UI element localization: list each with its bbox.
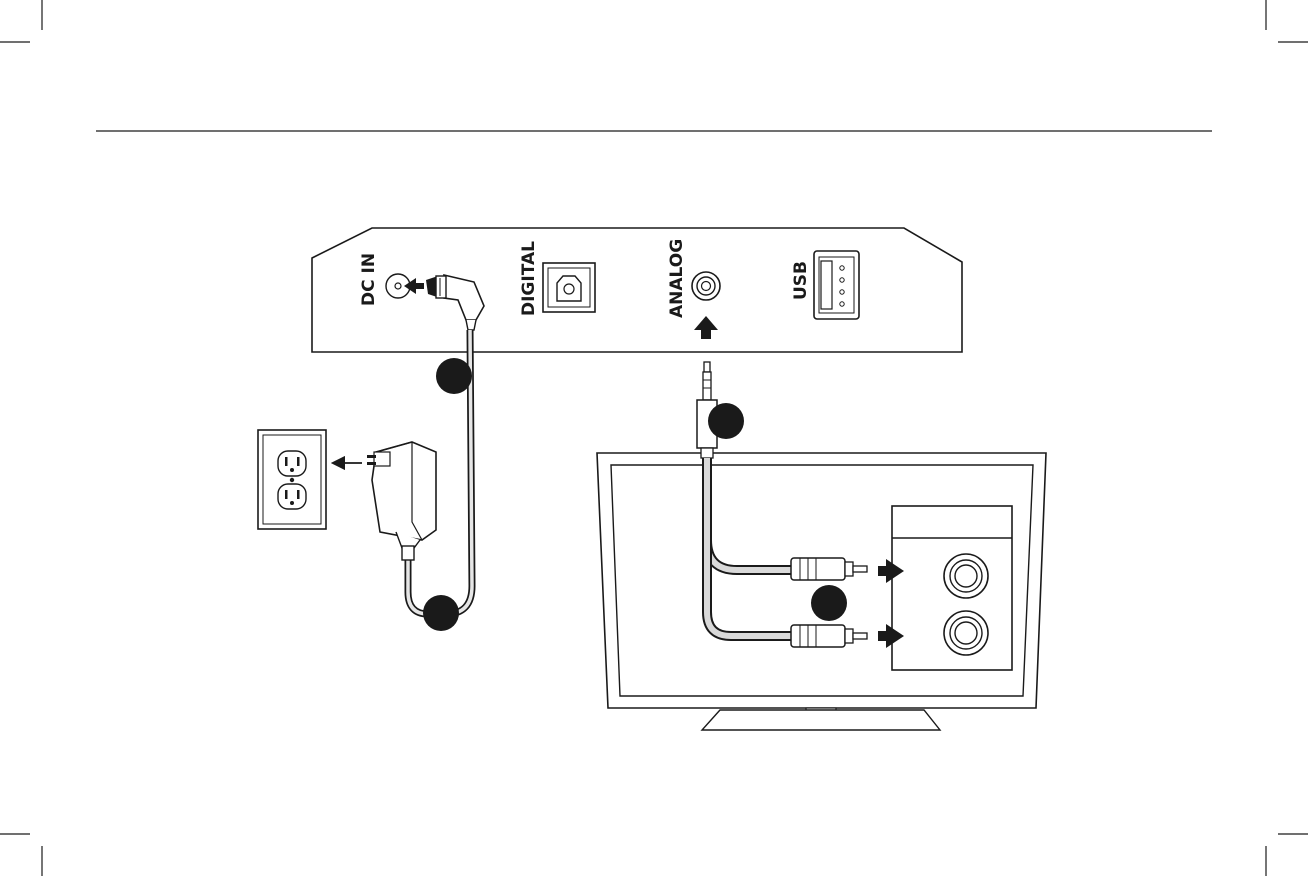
- step-marker-icon: [708, 403, 744, 439]
- tv-rca-input-panel: [892, 506, 1012, 670]
- analog-aux-port: [692, 272, 720, 300]
- digital-label: DIGITAL: [519, 241, 539, 316]
- analog-label: ANALOG: [667, 239, 687, 318]
- power-adapter-icon: [367, 442, 436, 560]
- step-marker-icon: [423, 595, 459, 631]
- rca-jack-bottom: [944, 611, 988, 655]
- digital-optical-port: [543, 263, 595, 312]
- step-marker-icon: [811, 585, 847, 621]
- rca-jack-top: [944, 554, 988, 598]
- wall-outlet-icon: [258, 430, 326, 529]
- usb-port: [814, 251, 859, 319]
- step-marker-icon: [436, 358, 472, 394]
- dc-in-label: DC IN: [359, 253, 379, 306]
- usb-label: USB: [791, 261, 811, 300]
